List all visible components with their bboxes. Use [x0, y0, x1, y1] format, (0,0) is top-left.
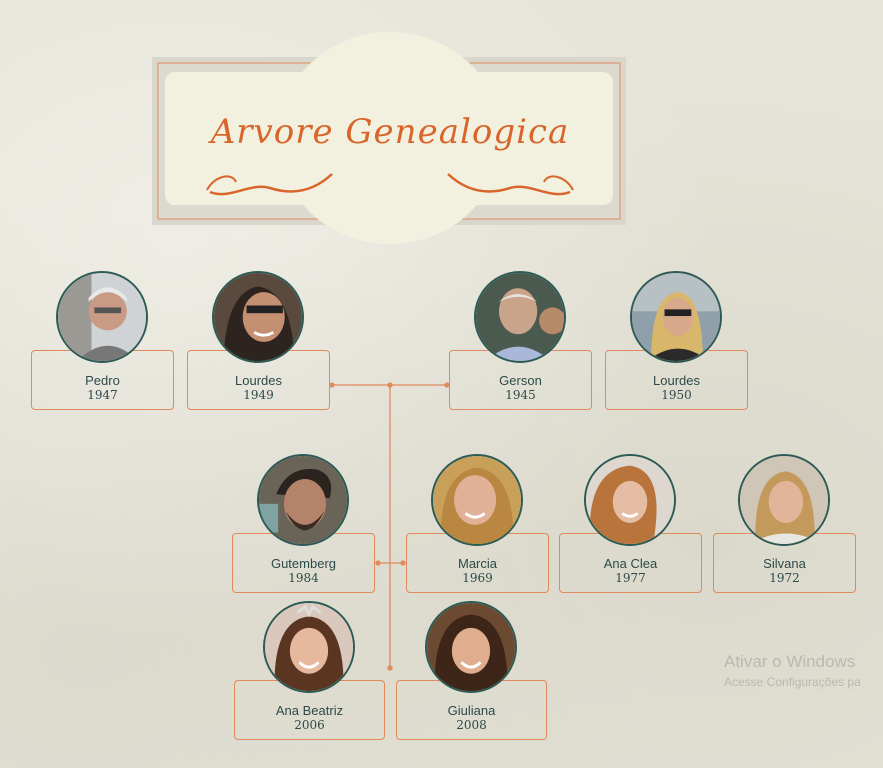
member-card-silvana[interactable]: Silvana 1972 [713, 533, 856, 593]
member-photo-silvana [738, 454, 830, 546]
windows-activation-watermark: Ativar o Windows Acesse Configurações pa [724, 652, 861, 689]
member-year: 1972 [769, 571, 800, 585]
member-year: 1977 [615, 571, 646, 585]
member-photo-gutemberg [257, 454, 349, 546]
member-name: Marcia [457, 556, 497, 571]
member-name: Pedro [85, 373, 120, 388]
page-title: Arvore Genealogica [210, 112, 570, 152]
member-name: Giuliana [447, 703, 496, 718]
member-year: 1969 [462, 571, 493, 585]
member-year: 2006 [294, 718, 325, 732]
member-year: 1984 [288, 571, 319, 585]
member-photo-ana-beatriz [263, 601, 355, 693]
member-photo-giuliana [425, 601, 517, 693]
member-name: Ana Beatriz [275, 703, 344, 718]
member-name: Lourdes [235, 373, 282, 388]
member-name: Lourdes [653, 373, 700, 388]
member-name: Silvana [763, 556, 806, 571]
member-photo-marcia [431, 454, 523, 546]
member-year: 1947 [87, 388, 118, 402]
member-card-lourdes-1949[interactable]: Lourdes 1949 [187, 350, 330, 410]
member-year: 1949 [243, 388, 274, 402]
member-year: 1945 [505, 388, 536, 402]
watermark-line2: Acesse Configurações pa [724, 675, 861, 689]
member-photo-pedro [56, 271, 148, 363]
title-banner [152, 32, 626, 244]
watermark-line1: Ativar o Windows [724, 652, 856, 671]
member-year: 1950 [661, 388, 692, 402]
member-photo-lourdes-1949 [212, 271, 304, 363]
member-photo-ana-clea [584, 454, 676, 546]
member-year: 2008 [456, 718, 487, 732]
member-name: Gutemberg [270, 556, 337, 571]
member-name: Gerson [499, 373, 542, 388]
member-photo-lourdes-1950 [630, 271, 722, 363]
member-photo-gerson [474, 271, 566, 363]
member-name: Ana Clea [603, 556, 658, 571]
